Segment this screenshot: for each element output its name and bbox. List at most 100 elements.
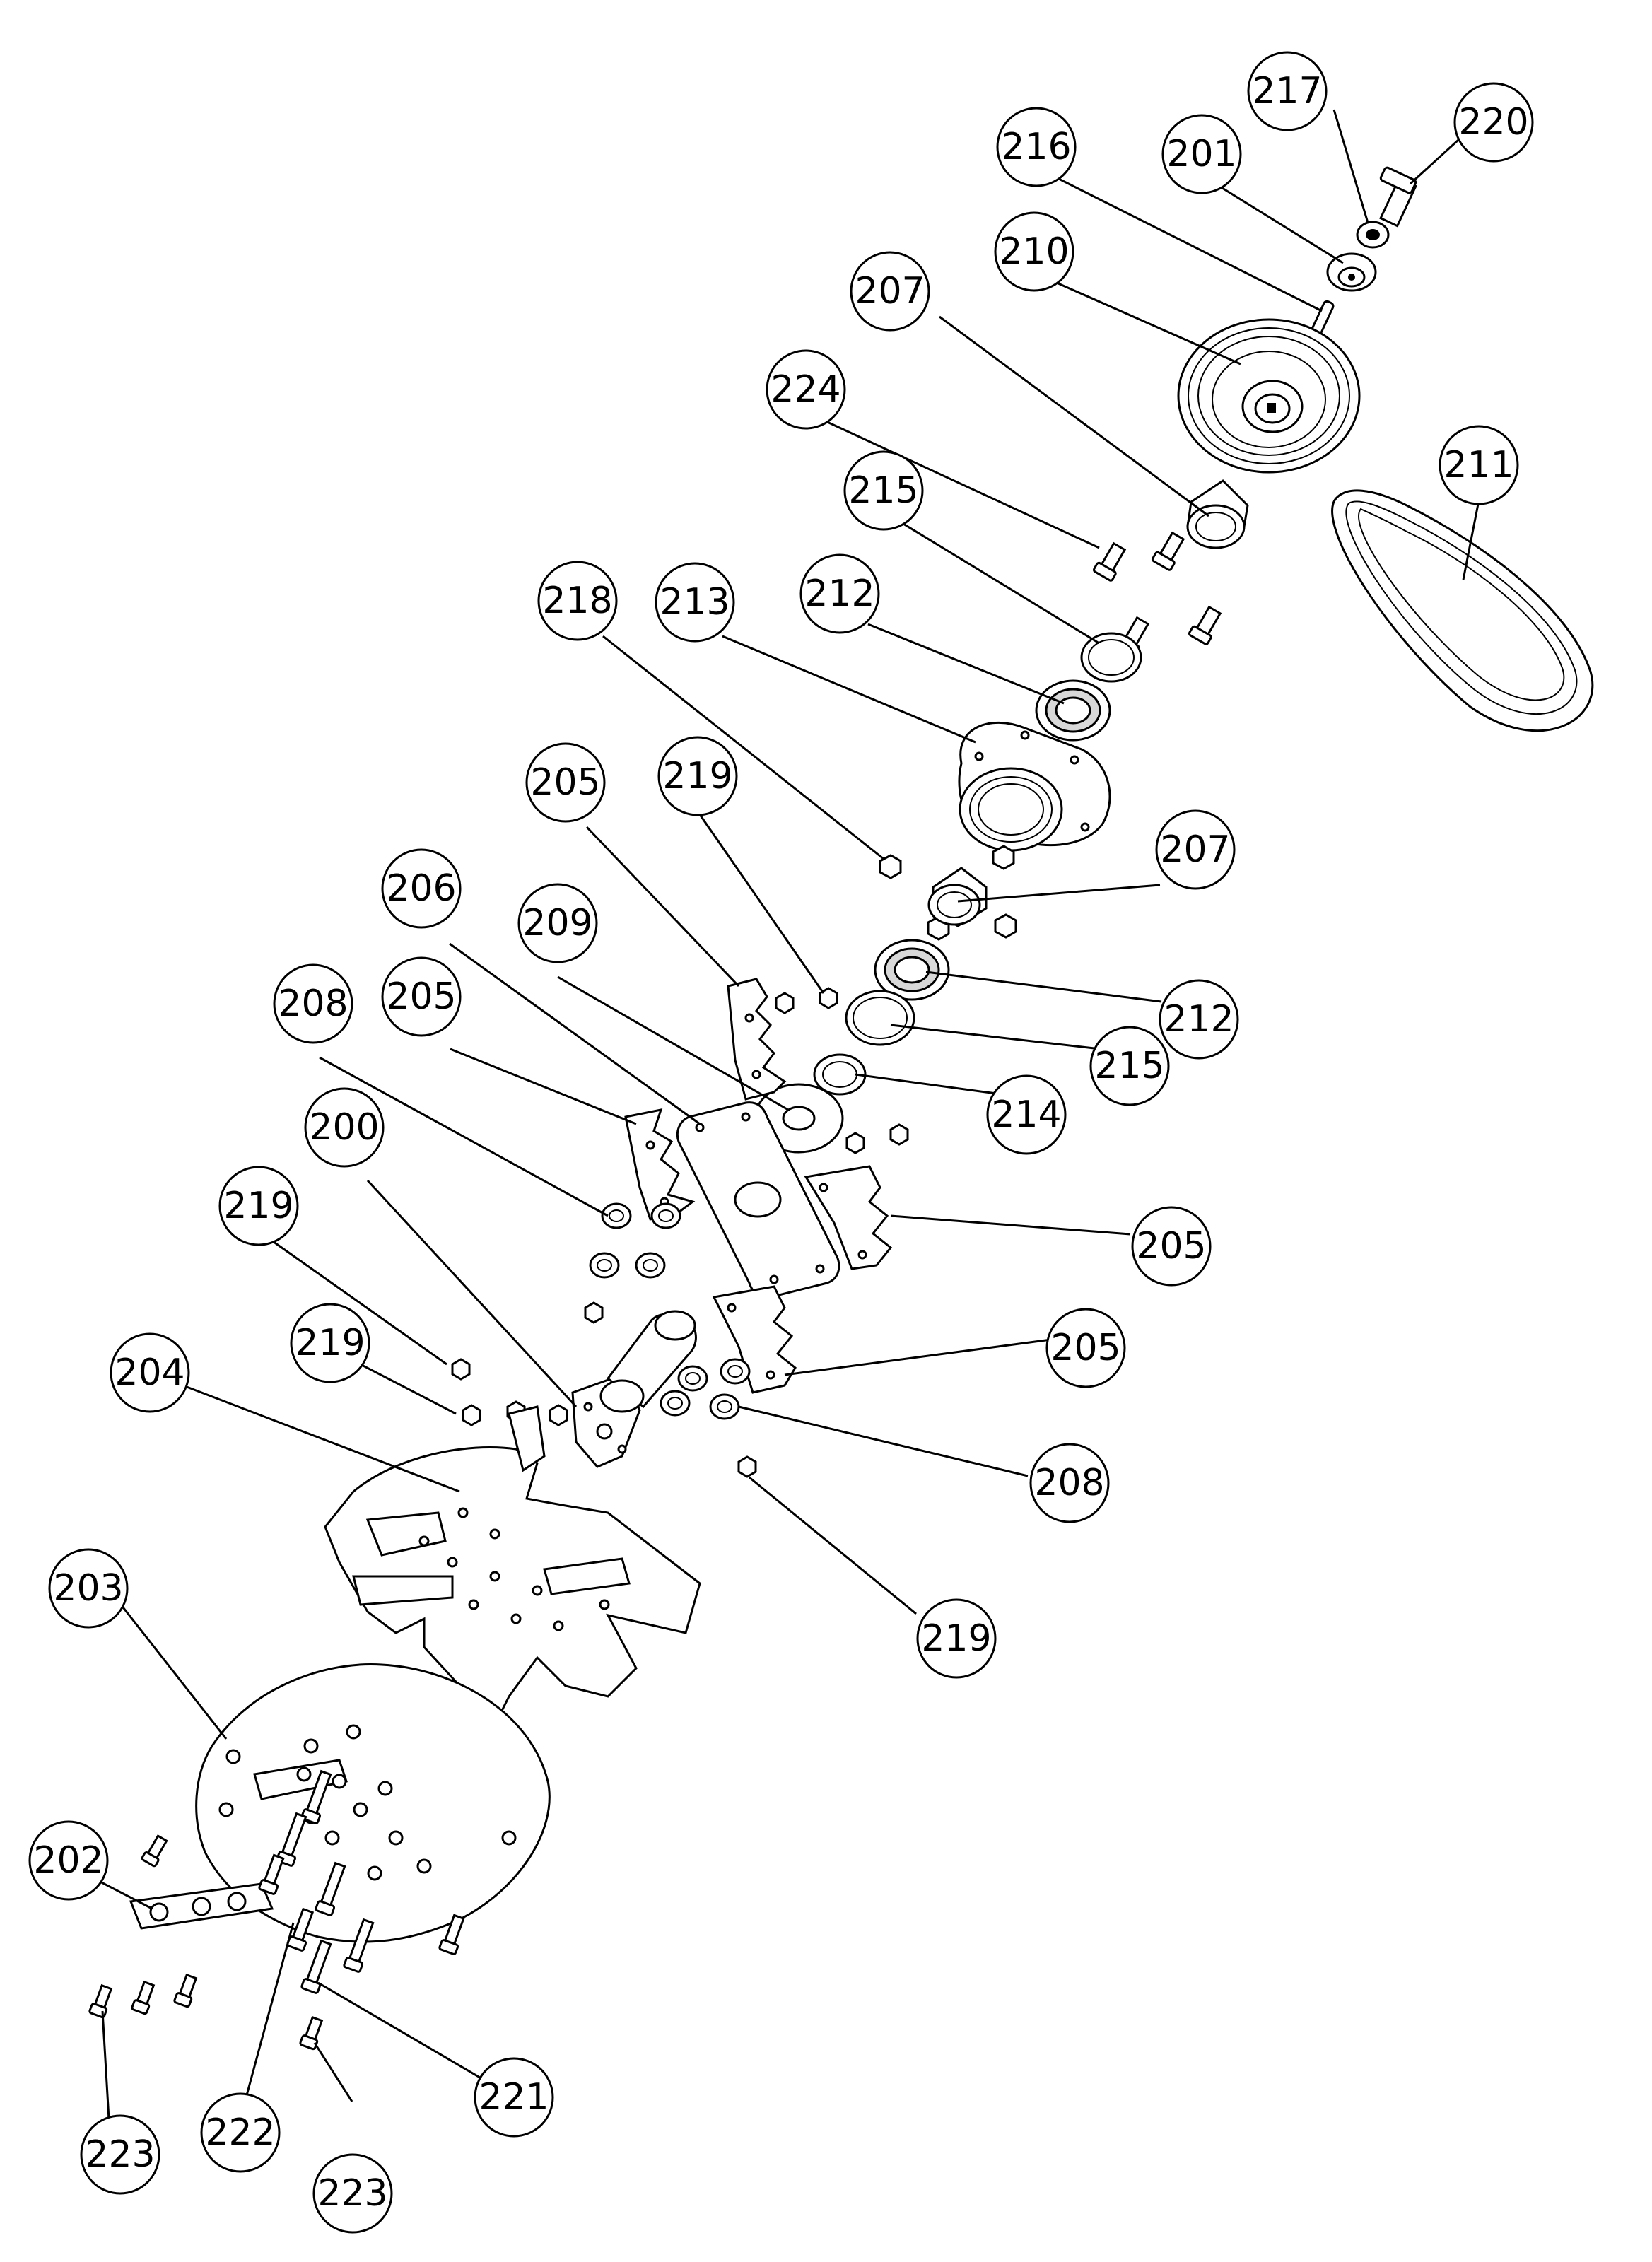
svg-text:216: 216 bbox=[1001, 126, 1071, 168]
callout-205: 205 bbox=[1131, 1206, 1212, 1287]
svg-text:205: 205 bbox=[1050, 1327, 1120, 1369]
callout-209: 209 bbox=[517, 883, 598, 963]
callout-219: 219 bbox=[657, 736, 738, 816]
callout-203: 203 bbox=[48, 1548, 129, 1629]
callout-205: 205 bbox=[525, 742, 606, 823]
callout-207: 207 bbox=[850, 251, 930, 332]
part-207-bushing-upper bbox=[1186, 479, 1249, 549]
part-200-shaft bbox=[571, 1310, 697, 1468]
callout-213: 213 bbox=[655, 562, 735, 643]
part-219-nuts-lower bbox=[451, 1301, 757, 1478]
callout-210: 210 bbox=[994, 211, 1074, 292]
callout-208: 208 bbox=[1029, 1443, 1110, 1523]
part-204-impeller bbox=[324, 1405, 701, 1728]
part-217-washer bbox=[1356, 221, 1390, 249]
svg-text:224: 224 bbox=[771, 368, 840, 411]
callout-219: 219 bbox=[290, 1303, 370, 1383]
svg-text:215: 215 bbox=[1094, 1045, 1164, 1087]
part-214-seal bbox=[813, 1053, 867, 1096]
callout-219: 219 bbox=[916, 1598, 997, 1679]
callout-217: 217 bbox=[1247, 51, 1328, 131]
svg-text:208: 208 bbox=[278, 983, 348, 1025]
svg-text:211: 211 bbox=[1443, 444, 1513, 486]
callout-205: 205 bbox=[1045, 1308, 1126, 1388]
callout-223: 223 bbox=[312, 2153, 393, 2234]
callout-204: 204 bbox=[110, 1332, 190, 1413]
part-224-bolts bbox=[1092, 531, 1222, 656]
part-205-bracket-lower bbox=[712, 1285, 797, 1394]
part-215-circlip-lower bbox=[845, 990, 915, 1046]
callout-215: 215 bbox=[1089, 1026, 1170, 1106]
svg-text:202: 202 bbox=[33, 1839, 103, 1882]
svg-text:219: 219 bbox=[223, 1185, 293, 1227]
callout-216: 216 bbox=[996, 107, 1077, 187]
callout-206: 206 bbox=[381, 848, 462, 929]
part-219-nuts-mid bbox=[775, 987, 909, 1154]
svg-text:200: 200 bbox=[309, 1106, 379, 1149]
svg-text:223: 223 bbox=[85, 2133, 155, 2176]
part-220-bolt bbox=[1379, 166, 1417, 228]
part-205-bracket-upper bbox=[727, 978, 787, 1101]
svg-text:215: 215 bbox=[848, 469, 918, 512]
callout-balloons: 217 220 216 201 210 207 224 215 211 218 … bbox=[28, 51, 1534, 2234]
svg-text:219: 219 bbox=[921, 1617, 991, 1660]
part-205-bracket-right bbox=[804, 1165, 893, 1270]
part-208-spacers-upper bbox=[589, 1202, 681, 1279]
callout-207: 207 bbox=[1155, 809, 1236, 890]
svg-text:219: 219 bbox=[295, 1322, 365, 1364]
svg-text:223: 223 bbox=[317, 2172, 387, 2215]
svg-text:212: 212 bbox=[1164, 998, 1234, 1041]
svg-text:203: 203 bbox=[53, 1567, 123, 1610]
svg-text:204: 204 bbox=[115, 1352, 184, 1394]
part-201-cap bbox=[1326, 252, 1377, 292]
svg-text:222: 222 bbox=[205, 2111, 275, 2154]
callout-215: 215 bbox=[843, 450, 924, 531]
callout-220: 220 bbox=[1453, 82, 1534, 163]
callout-222: 222 bbox=[200, 2092, 281, 2173]
svg-text:205: 205 bbox=[530, 761, 600, 804]
svg-text:220: 220 bbox=[1458, 101, 1528, 143]
svg-text:214: 214 bbox=[991, 1094, 1061, 1136]
callout-214: 214 bbox=[986, 1074, 1067, 1155]
svg-text:219: 219 bbox=[662, 755, 732, 797]
callout-212: 212 bbox=[1159, 979, 1239, 1060]
part-203-disc bbox=[195, 1663, 551, 1943]
callout-202: 202 bbox=[28, 1820, 109, 1901]
callout-221: 221 bbox=[474, 2057, 554, 2138]
part-221-222-223-screws bbox=[88, 1769, 465, 2051]
parts-drawing bbox=[88, 166, 1594, 2051]
svg-text:207: 207 bbox=[1160, 828, 1230, 871]
svg-text:213: 213 bbox=[660, 581, 730, 623]
leader-lines bbox=[93, 109, 1480, 2120]
callout-224: 224 bbox=[766, 349, 846, 430]
part-202-bar bbox=[129, 1834, 274, 1930]
svg-text:217: 217 bbox=[1252, 70, 1322, 112]
callout-208: 208 bbox=[273, 963, 353, 1044]
svg-text:210: 210 bbox=[999, 230, 1069, 273]
part-212-bearing-upper bbox=[1035, 679, 1111, 742]
callout-205: 205 bbox=[381, 956, 462, 1037]
svg-text:206: 206 bbox=[386, 867, 456, 910]
callout-212: 212 bbox=[799, 553, 880, 634]
svg-text:205: 205 bbox=[386, 975, 456, 1018]
callout-218: 218 bbox=[537, 561, 618, 641]
part-211-belt bbox=[1331, 489, 1594, 732]
callout-201: 201 bbox=[1161, 114, 1242, 194]
part-207-bushing-lower bbox=[927, 867, 988, 927]
part-215-circlip-upper bbox=[1080, 632, 1142, 683]
part-213-housing bbox=[958, 721, 1111, 852]
svg-text:201: 201 bbox=[1166, 133, 1236, 175]
callout-223: 223 bbox=[80, 2114, 160, 2195]
part-208-spacers-lower bbox=[660, 1358, 751, 1420]
svg-text:221: 221 bbox=[479, 2076, 549, 2119]
callout-200: 200 bbox=[304, 1087, 385, 1168]
svg-text:207: 207 bbox=[855, 270, 925, 312]
svg-text:205: 205 bbox=[1136, 1225, 1206, 1267]
svg-text:208: 208 bbox=[1034, 1462, 1104, 1504]
svg-text:212: 212 bbox=[804, 573, 874, 615]
part-210-pulley bbox=[1177, 318, 1361, 474]
part-206-plate bbox=[676, 1101, 840, 1299]
svg-text:218: 218 bbox=[542, 580, 612, 622]
callout-219: 219 bbox=[218, 1166, 299, 1246]
svg-text:209: 209 bbox=[522, 902, 592, 944]
